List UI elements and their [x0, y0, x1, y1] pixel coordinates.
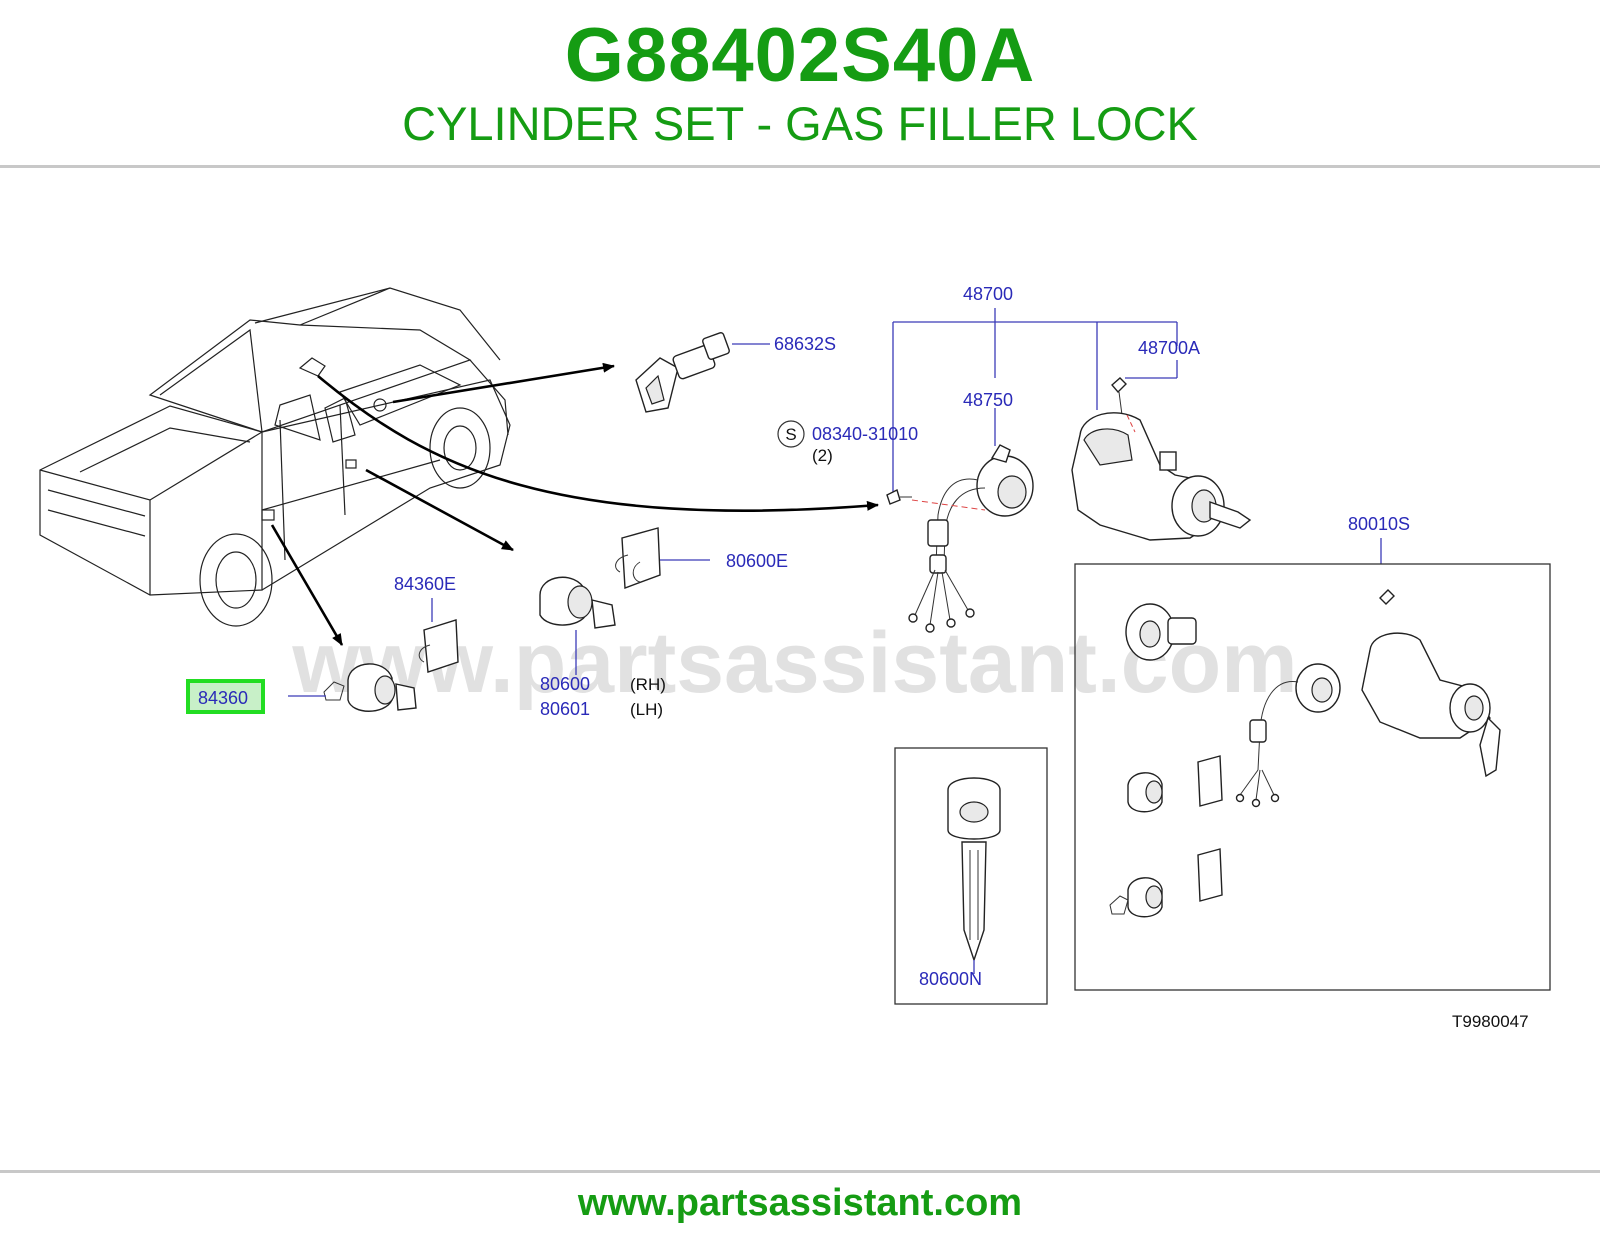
drawing-id: T9980047	[1452, 1012, 1529, 1031]
callout-68632S[interactable]: 68632S	[774, 334, 836, 354]
callout-84360[interactable]: 84360	[198, 688, 248, 708]
part-number-title: G88402S40A	[564, 13, 1036, 98]
ignition-switch-48750[interactable]	[886, 444, 1034, 633]
truck-arrows	[270, 362, 879, 646]
callout-80600N[interactable]: 80600N	[919, 969, 982, 989]
callout-80600-side: (RH)	[630, 675, 666, 694]
part-description: CYLINDER SET - GAS FILLER LOCK	[402, 97, 1198, 150]
callout-48700-leaders	[892, 308, 1178, 492]
s-symbol: S	[785, 425, 796, 444]
ignition-lock-housing-48700[interactable]	[1071, 377, 1252, 541]
header-divider	[0, 165, 1600, 168]
highlighted-part-84360[interactable]: 84360	[186, 679, 265, 714]
cylinder-set-kit-80010S[interactable]	[1074, 538, 1551, 991]
callout-80600E[interactable]: 80600E	[726, 551, 788, 571]
pickup-truck-illustration	[39, 287, 511, 627]
parts-diagram: www.partsassistant.com	[0, 170, 1600, 1170]
callout-80601[interactable]: 80601	[540, 699, 590, 719]
key-blank-inset-80600N[interactable]	[894, 747, 1048, 1005]
page-header: G88402S40A CYLINDER SET - GAS FILLER LOC…	[0, 0, 1600, 168]
callout-48700[interactable]: 48700	[963, 284, 1013, 304]
callout-08340-quantity: (2)	[812, 446, 833, 465]
footer-divider	[0, 1170, 1600, 1173]
callout-80010S[interactable]: 80010S	[1348, 514, 1410, 534]
callout-80600[interactable]: 80600	[540, 674, 590, 694]
callout-84360E[interactable]: 84360E	[394, 574, 456, 594]
screw-callout-08340-31010[interactable]: S	[777, 420, 805, 448]
callout-48750[interactable]: 48750	[963, 390, 1013, 410]
callout-08340-31010[interactable]: 08340-31010	[812, 424, 918, 444]
gas-filler-lock-84360[interactable]	[288, 598, 459, 712]
glove-box-lock-68632S[interactable]	[635, 332, 770, 413]
callout-80601-side: (LH)	[630, 700, 663, 719]
door-lock-cylinder-80600[interactable]	[539, 527, 710, 675]
footer-url-link[interactable]: www.partsassistant.com	[577, 1182, 1023, 1224]
callout-48700A[interactable]: 48700A	[1138, 338, 1200, 358]
